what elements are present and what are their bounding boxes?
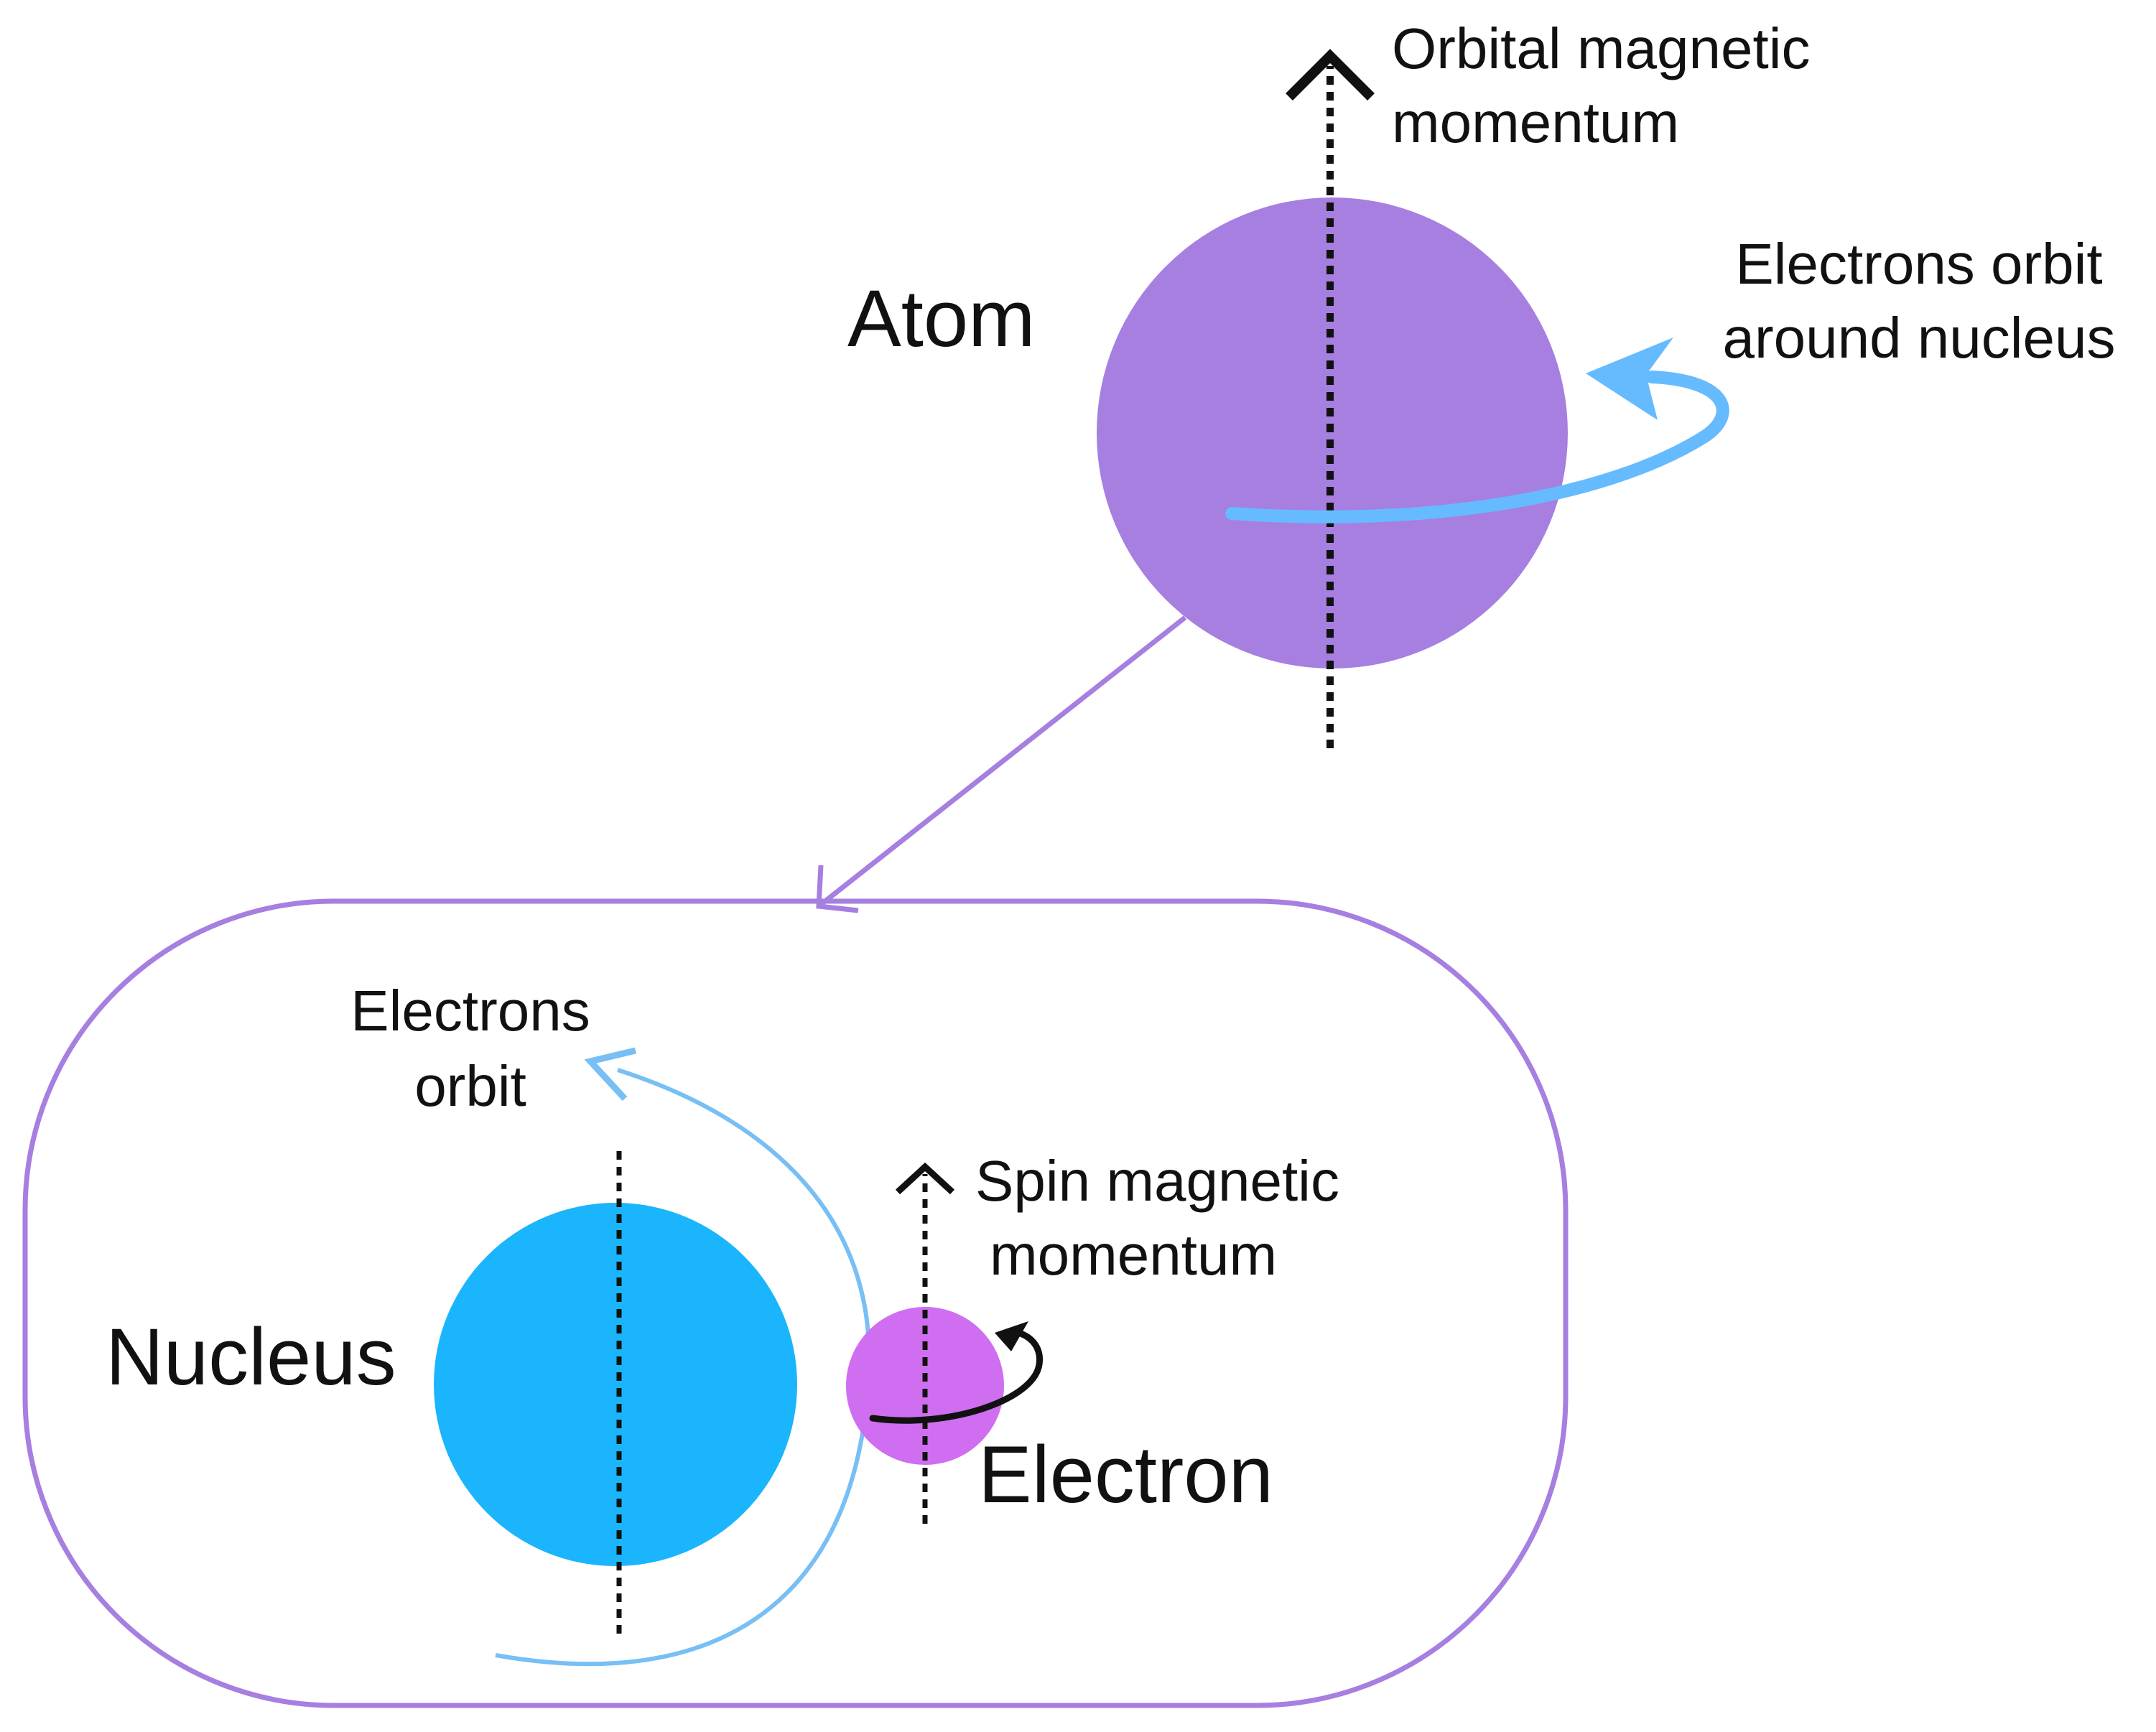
orbital-moment-arrowhead [1286, 49, 1375, 101]
electron-orbit-arrowhead [584, 1047, 637, 1102]
atom-sphere [1097, 197, 1568, 669]
nucleus-sphere [434, 1203, 797, 1566]
spin-moment-label-line1: Spin magnetic [975, 1149, 1339, 1213]
electrons-orbit-nucleus-label-line1: Electrons orbit [1735, 232, 2102, 296]
spin-moment-label-line2: momentum [990, 1223, 1277, 1287]
electron-sphere [846, 1307, 1004, 1465]
spin-rotation-arrow [869, 1328, 1044, 1424]
electrons-orbit-label-line2: orbit [414, 1054, 526, 1118]
electrons-orbit-nucleus-label-line2: around nucleus [1722, 306, 2115, 370]
orbital-moment-label-line2: momentum [1392, 90, 1679, 154]
atom-orbit-arrow [1225, 371, 1729, 523]
zoom-connector-arrowhead [816, 865, 859, 913]
atom-label: Atom [847, 274, 1035, 363]
zoom-connector-line [817, 615, 1187, 908]
atom-orbit-arrowhead [1586, 337, 1673, 420]
inset-frame [22, 898, 1569, 1708]
spin-moment-arrowhead [895, 1162, 955, 1195]
electron-label: Electron [978, 1430, 1273, 1519]
spin-rotation-arrowhead [995, 1321, 1028, 1351]
electrons-orbit-label-line1: Electrons [350, 979, 590, 1043]
nucleus-label: Nucleus [106, 1312, 396, 1402]
orbital-moment-label-line1: Orbital magnetic [1392, 17, 1810, 80]
